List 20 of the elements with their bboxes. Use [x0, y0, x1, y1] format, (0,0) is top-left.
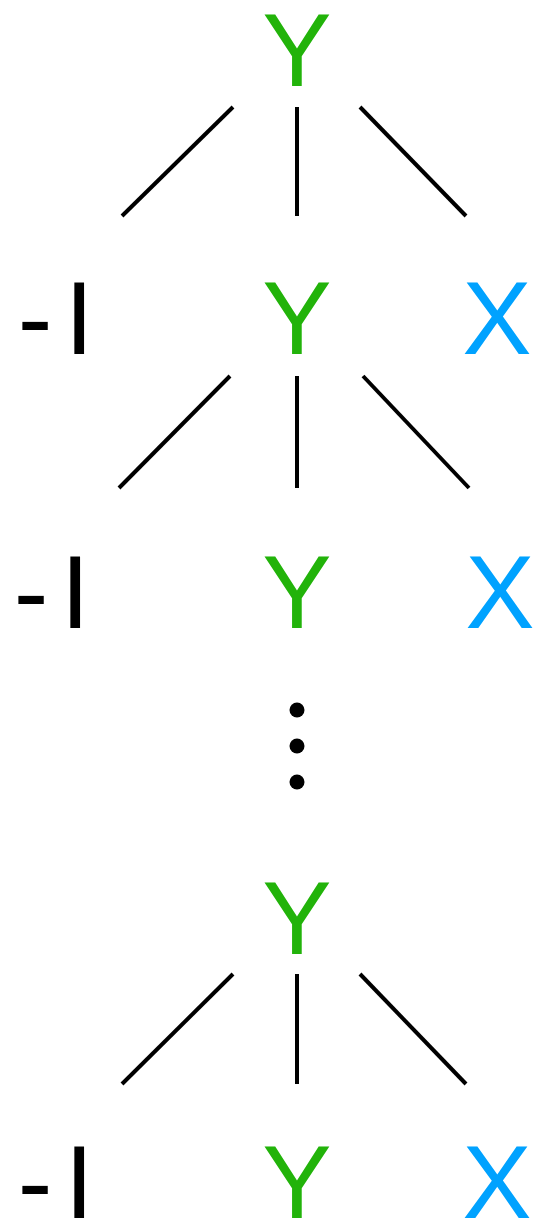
symbol-label: Y: [262, 866, 332, 970]
symbol-label: Y: [262, 0, 332, 102]
connector-line: [295, 107, 299, 216]
symbol-label: -I: [17, 266, 107, 370]
connector-line: [120, 972, 235, 1086]
symbol-label: Y: [262, 266, 332, 370]
symbol-label: -I: [17, 1130, 107, 1222]
symbol-label: Y: [262, 1130, 332, 1222]
connector-line: [120, 105, 235, 218]
symbol-label: -I: [13, 540, 103, 644]
connector-line: [361, 374, 471, 490]
symbol-label: X: [465, 540, 535, 644]
connector-line: [358, 105, 468, 218]
symbol-label: X: [462, 1130, 532, 1222]
connector-line: [295, 376, 299, 488]
connector-line: [295, 974, 299, 1084]
connector-line: [358, 972, 468, 1086]
symbol-label: X: [462, 266, 532, 370]
symbol-label: Y: [262, 540, 332, 644]
connector-line: [117, 374, 232, 490]
